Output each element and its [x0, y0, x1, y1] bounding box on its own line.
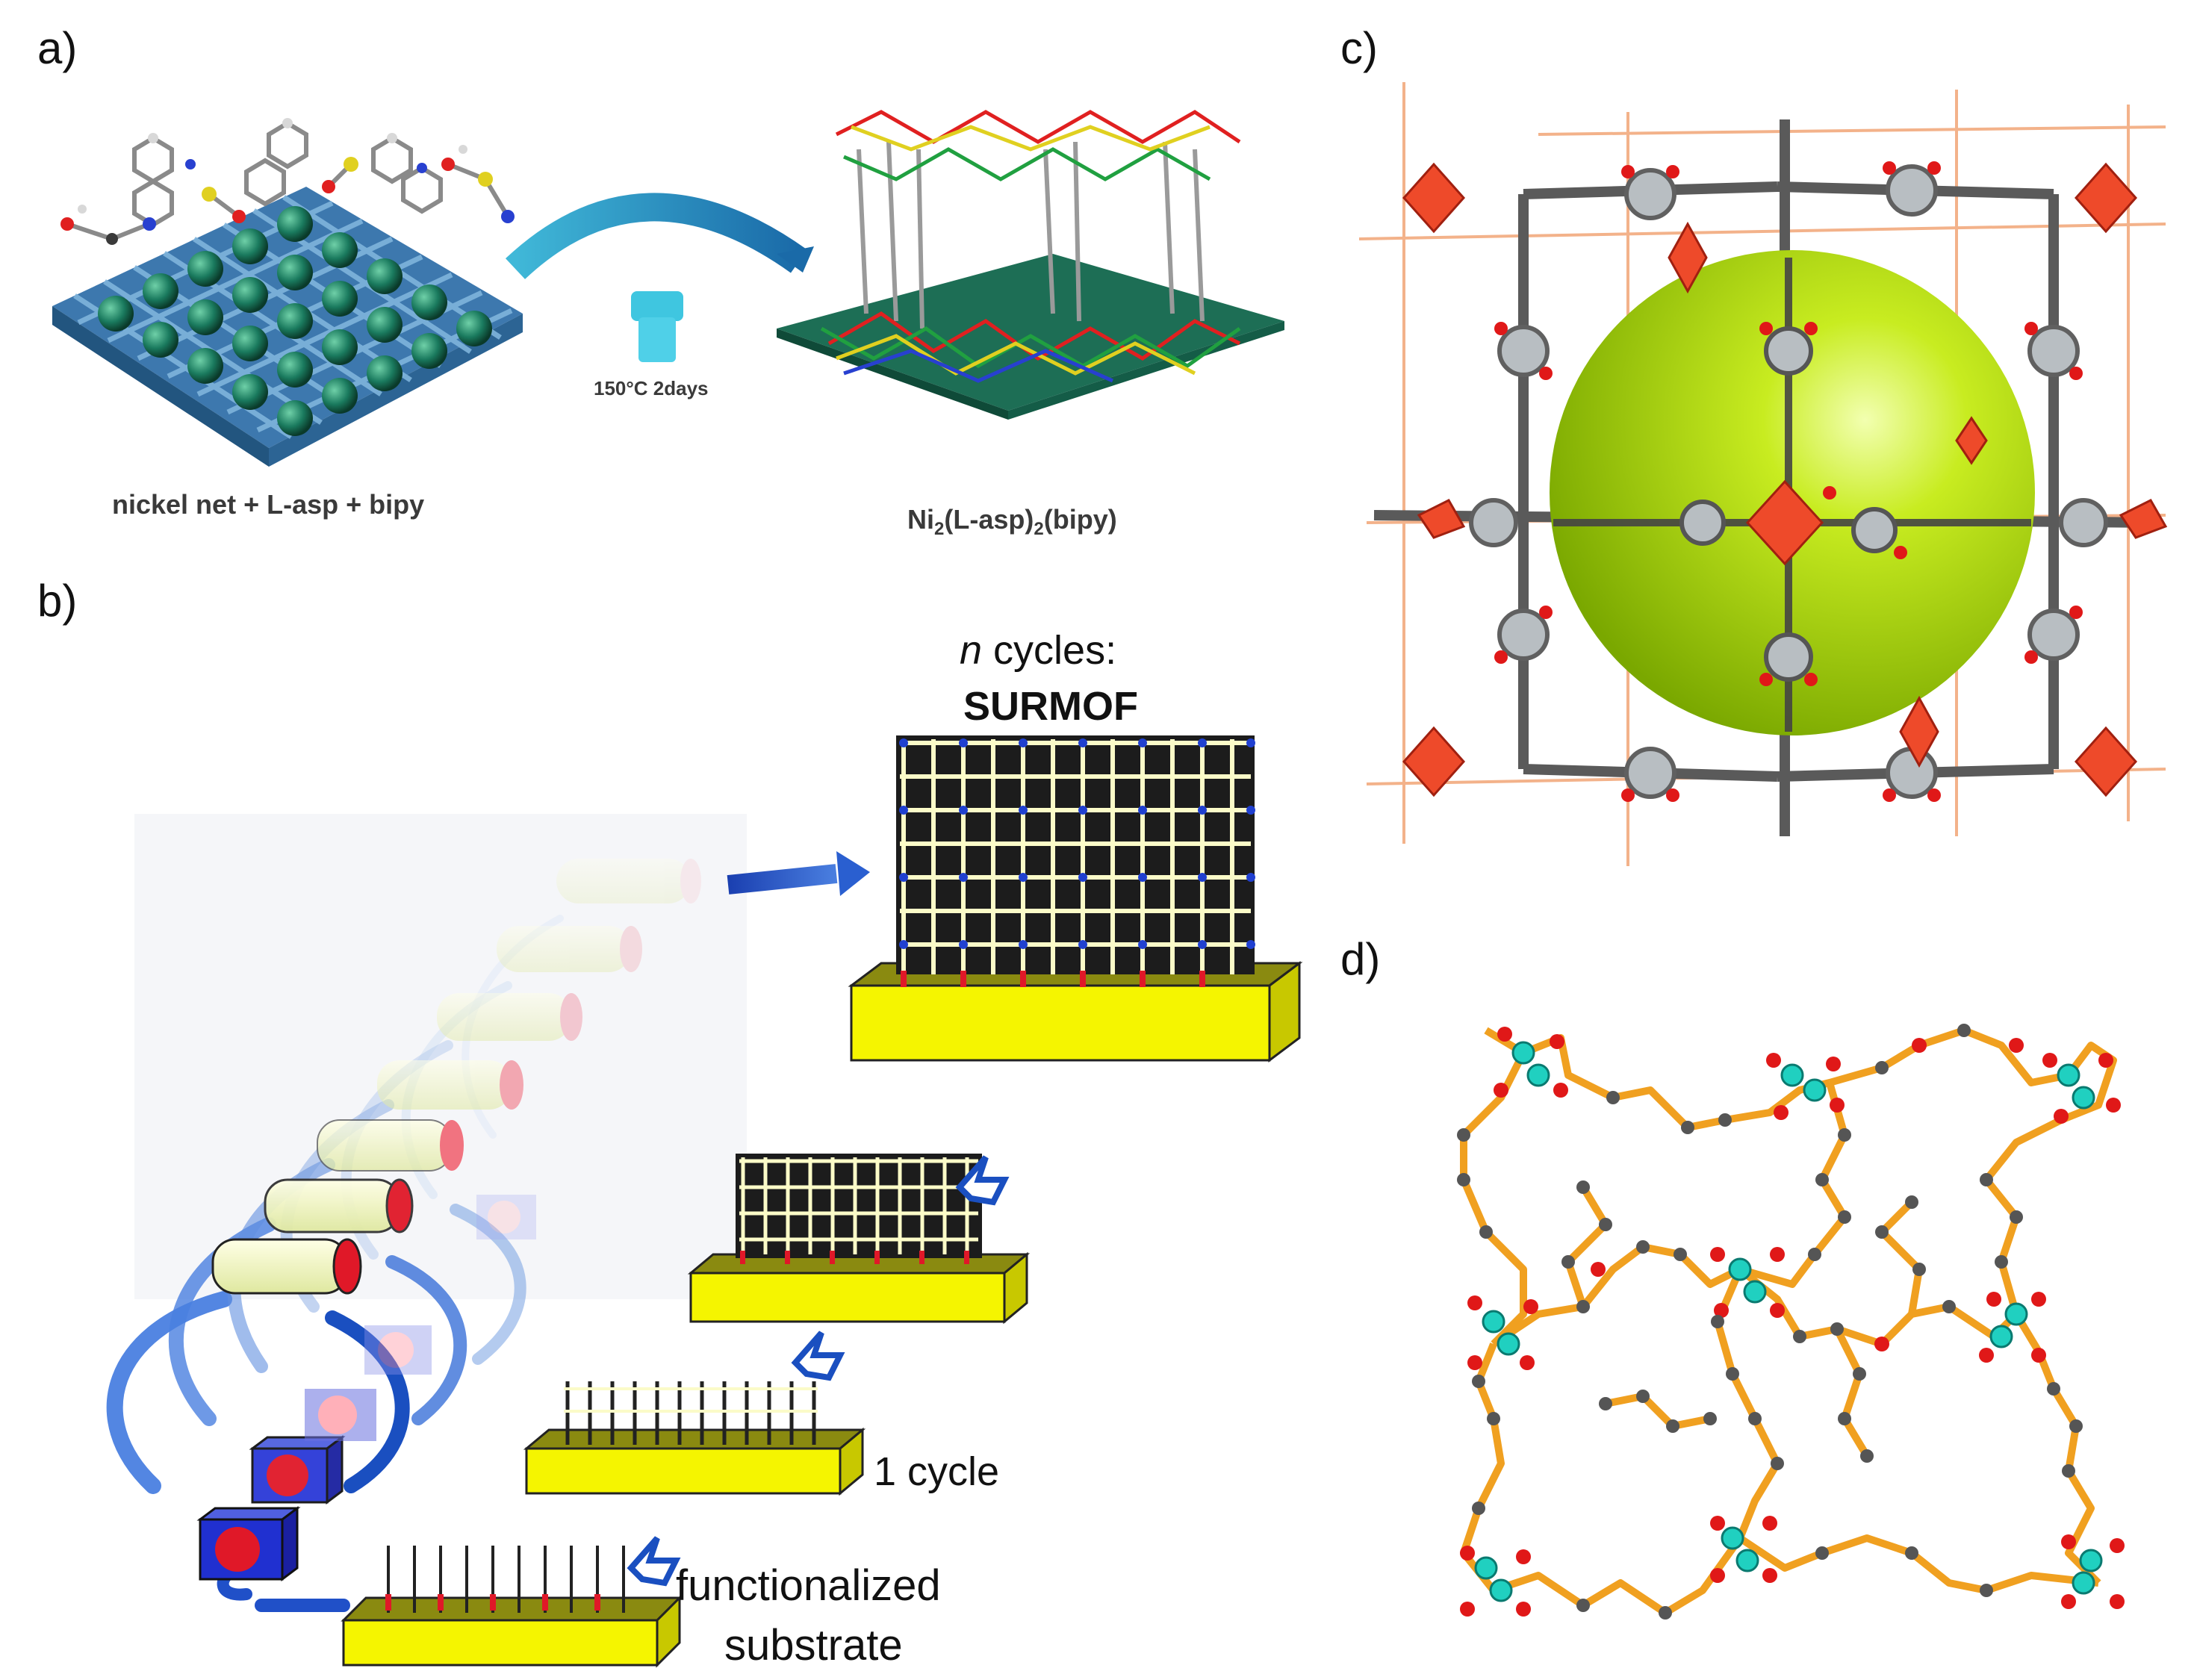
reaction-arrow-head — [777, 246, 814, 273]
reaction-arrow — [505, 193, 808, 279]
vial-icon — [631, 291, 683, 362]
panel-a-label: a) — [37, 23, 78, 73]
formula-sub-1: 2 — [934, 519, 945, 540]
panel-a-left-caption: nickel net + L-asp + bipy — [112, 489, 425, 520]
formula-ni: Ni — [907, 504, 934, 535]
metal-node-cubes — [196, 1195, 536, 1581]
one-cycle-label: 1 cycle — [874, 1449, 1000, 1494]
n-cycles-italic: n — [960, 628, 983, 673]
panel-a-condition: 150°C 2days — [594, 377, 709, 399]
surmof-label: SURMOF — [963, 684, 1138, 729]
n-cycles-label: n cycles: — [960, 627, 1116, 673]
n-cycles-rest: cycles: — [982, 628, 1117, 673]
surmof-arrow — [727, 864, 838, 895]
functionalized-substrate-block — [341, 1546, 683, 1668]
mof-unit-cell-panel — [1358, 82, 2168, 866]
linker-cylinders — [211, 859, 701, 1295]
functionalized-label: functionalized — [676, 1561, 941, 1610]
framework-metal-atoms — [1474, 1041, 2103, 1602]
formula-lasp: (L-asp) — [944, 504, 1034, 535]
panel-d-label: d) — [1340, 934, 1381, 984]
formula-sub-2: 2 — [1034, 519, 1044, 540]
step-arrows — [627, 1155, 1010, 1587]
nickel-ions — [98, 206, 492, 436]
surmof-arrow-head — [836, 851, 870, 896]
panel-c-label: c) — [1340, 23, 1378, 73]
substrate-label: substrate — [724, 1621, 903, 1670]
panel-a-right-caption: Ni2(L-asp)2(bipy) — [907, 504, 1117, 540]
ligand-atoms — [60, 118, 515, 245]
one-cycle-block — [523, 1381, 866, 1496]
panel-b-label: b) — [37, 576, 78, 626]
framework-oxygen-atoms — [1460, 1027, 2125, 1617]
surmof-block — [848, 735, 1303, 1063]
framework-carbon-atoms — [1457, 1024, 2083, 1620]
mof-on-nickel — [777, 110, 1284, 420]
formula-bipy: (bipy) — [1043, 504, 1117, 535]
multi-cycle-block — [687, 1154, 1031, 1325]
